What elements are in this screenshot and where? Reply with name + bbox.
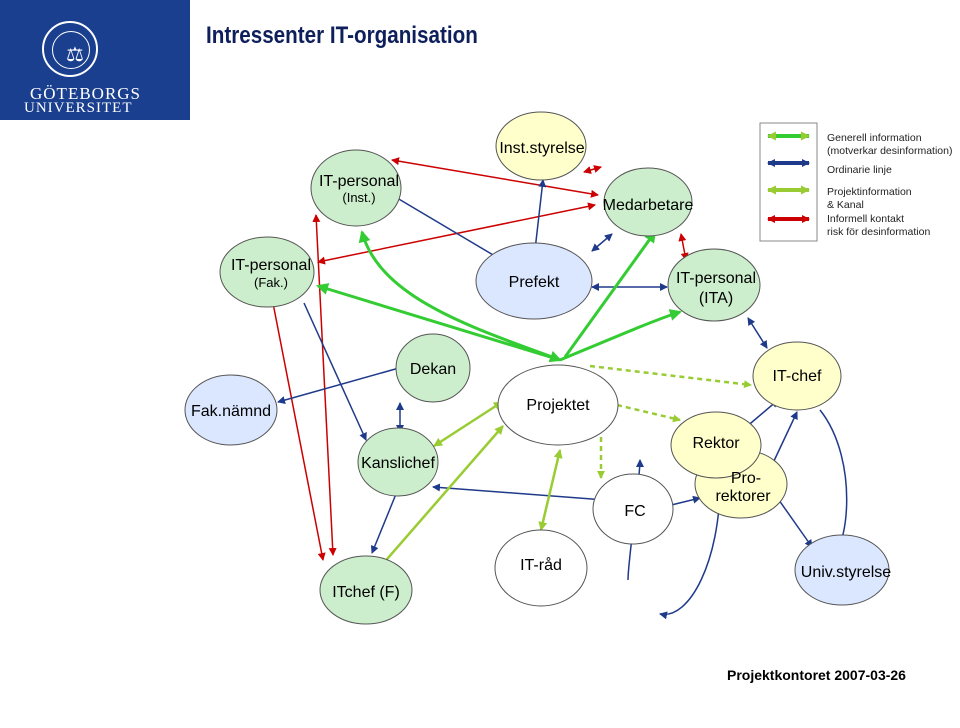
label-medarbetare: Medarbetare (603, 197, 694, 214)
label-dekan: Dekan (410, 361, 456, 378)
label-itpersonal-fak-sub: (Fak.) (254, 275, 288, 290)
node-itpersonal-fak[interactable] (219, 236, 315, 308)
node-labels: IT-personal (Inst.) Inst.styrelse Medarb… (191, 140, 891, 601)
link-projektet-itfak (316, 283, 561, 362)
logo-line-1: GÖTEBORGS (30, 84, 142, 103)
label-kanslichef: Kanslichef (361, 455, 435, 472)
general-links (316, 230, 682, 363)
university-seal-icon: ⚖ (42, 21, 98, 77)
brand-panel: ⚖ GÖTEBORGS UNIVERSITET (0, 0, 190, 120)
label-fc: FC (624, 503, 645, 520)
link-itfak-kanslichef (303, 302, 367, 441)
link-medarbetare-ita (678, 233, 689, 261)
node-dekan[interactable] (395, 333, 471, 403)
nodes (184, 111, 890, 625)
logo-line-2: UNIVERSITET (24, 100, 133, 116)
link-projektet-medarbetare (563, 230, 657, 358)
label-it-chef: IT-chef (773, 368, 822, 385)
link-itinst-prefekt (391, 194, 506, 263)
label-prorektorer-sub: rektorer (715, 488, 771, 505)
node-kanslichef[interactable] (357, 427, 439, 497)
label-rektor: Rektor (692, 435, 740, 452)
link-kanslichef-itchef (370, 493, 397, 554)
label-univ-styrelse: Univ.styrelse (801, 564, 891, 581)
node-inst-styrelse[interactable] (495, 111, 587, 181)
link-projektet-itrad (538, 449, 563, 531)
link-projektet-itchef-dashed (589, 364, 752, 389)
link-inststyrelse-medarbetare (583, 165, 602, 174)
label-projektet: Projektet (526, 397, 590, 414)
link-projektet-ita (559, 309, 682, 362)
page-title: Intressenter IT-organisation (206, 22, 478, 49)
link-inststyrelse-prefekt (531, 179, 547, 251)
label-itpersonal-inst: IT-personal (319, 173, 399, 190)
node-fak-namnd[interactable] (184, 374, 278, 446)
link-projektet-itchef (380, 425, 504, 567)
node-itchef-f[interactable] (319, 555, 413, 625)
legend-label-ordinary: Ordinarie linje (827, 164, 892, 176)
link-kanslichef-fc (432, 483, 606, 504)
node-projektet[interactable] (497, 364, 619, 446)
link-projektet-itinst (358, 230, 562, 363)
link-itfak-itchef (269, 297, 326, 561)
label-fak-namnd: Fak.nämnd (191, 403, 271, 420)
node-rektor[interactable] (670, 411, 762, 479)
label-itpersonal-fak: IT-personal (231, 257, 311, 274)
label-itpersonal-ita: IT-personal (676, 270, 756, 287)
legend-label-general: Generell information(motverkar desinform… (827, 132, 953, 157)
node-it-rad[interactable] (494, 529, 588, 607)
label-it-rad: IT-råd (520, 556, 562, 574)
link-projektet-rektor (616, 403, 681, 423)
node-medarbetare[interactable] (603, 167, 693, 237)
node-itpersonal-inst[interactable] (310, 149, 402, 227)
label-prefekt: Prefekt (509, 274, 560, 291)
legend-label-project: Projektinformation& Kanal (827, 186, 912, 211)
project-links (380, 364, 752, 567)
legend (759, 122, 818, 242)
footer-text: Projektkontoret 2007-03-26 (727, 667, 906, 683)
node-univ-styrelse[interactable] (794, 534, 890, 606)
link-itinst-itchef (312, 214, 337, 556)
label-itpersonal-inst-sub: (Inst.) (342, 190, 375, 205)
link-ita-itchef (747, 317, 768, 349)
node-it-chef[interactable] (752, 341, 842, 411)
label-itchef-f: ITchef (F) (332, 584, 400, 601)
label-itpersonal-ita-sub: (ITA) (699, 290, 733, 307)
label-inst-styrelse: Inst.styrelse (499, 140, 584, 157)
link-itinst-medarbetare (391, 157, 599, 198)
label-prorektorer: Pro- (731, 470, 761, 487)
link-prefekt-medarbetare (591, 233, 613, 252)
node-fc[interactable] (592, 473, 674, 545)
node-itpersonal-ita[interactable] (667, 248, 761, 322)
node-prefekt[interactable] (475, 242, 593, 320)
link-faknamnd-dekan (277, 367, 400, 404)
